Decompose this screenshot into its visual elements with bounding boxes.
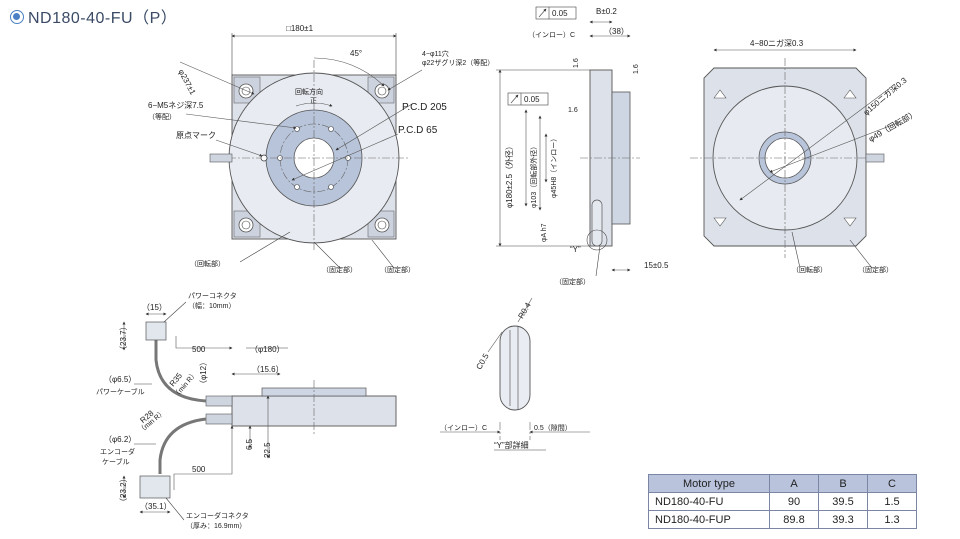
detail-inlow-c: （インロー）C xyxy=(440,424,487,432)
tap-note-2: （等配） xyxy=(148,112,176,121)
table-row: ND180-40-FUP 89.8 39.3 1.3 xyxy=(648,510,917,529)
spec-table-header: Motor type A B C xyxy=(648,474,917,493)
detail-r04: R0.4 xyxy=(516,301,533,321)
origin-mark-label: 原点マーク xyxy=(176,131,216,140)
table-row: ND180-40-FU 90 39.5 1.5 xyxy=(648,492,917,511)
side-fixed: （固定部） xyxy=(555,277,590,286)
side-dia103: φ103（回転部外径） xyxy=(529,143,538,208)
double-circle-icon xyxy=(10,10,24,24)
rotation-positive: 正 xyxy=(310,97,317,105)
front-power-connector xyxy=(209,153,233,163)
header-a: A xyxy=(769,474,819,493)
side-view: 0.05 B±0.2 （インロー）C （38） 1.6 1.6 0.05 1.6… xyxy=(496,6,669,286)
front-corner-pads xyxy=(233,76,395,238)
holes-note-2: φ22ザグリ深2（等配） xyxy=(422,58,494,67)
fixed-label-1: （固定部） xyxy=(322,265,357,274)
encoder-connector xyxy=(139,475,171,499)
y-detail-callout: “Y” xyxy=(570,245,581,254)
rotation-direction: 回転方向 xyxy=(295,87,323,96)
side-dia180: φ180±2.5（外径） xyxy=(504,142,514,208)
header-c: C xyxy=(867,474,917,493)
bottom-d23-7: （23.7） xyxy=(119,322,128,354)
back-holes-note: 4−80ニガ深0.3 xyxy=(750,38,804,48)
header-b: B xyxy=(818,474,868,493)
cell-a: 89.8 xyxy=(769,510,819,529)
bottom-d15: （15） xyxy=(142,303,167,312)
detail-y-caption: “Y”部詳細 xyxy=(494,440,529,450)
detail-c05: C0.5 xyxy=(474,352,491,372)
finish-2: 1.6 xyxy=(633,64,640,74)
tap-note-1: 6−M5ネジ深7.5 xyxy=(148,101,204,110)
drawing-title: ND180-40-FU（P） xyxy=(10,4,177,28)
b-dim: B±0.2 xyxy=(596,7,617,16)
encoder-connector-label: エンコーダコネクタ xyxy=(186,511,249,520)
bottom-len-top: 500 xyxy=(192,345,206,354)
detail-gap: 0.5（隙間） xyxy=(534,423,572,432)
bottom-view: （15） パワーコネクタ （幅：10mm） （23.7） 500 （φ180） … xyxy=(96,291,397,530)
encoder-connector-thickness: （厚み：16.9mm） xyxy=(186,522,246,530)
power-connector-width: （幅：10mm） xyxy=(188,301,235,310)
bottom-len-bottom: 500 xyxy=(192,465,206,474)
side-d38: （38） xyxy=(604,27,629,36)
fixed-label-2: （固定部） xyxy=(380,265,415,274)
angle-label: 45° xyxy=(350,49,362,58)
holes-note-1: 4−φ11穴 xyxy=(422,49,449,58)
bottom-d23-2: （23.2） xyxy=(119,474,128,506)
flatness-top: 0.05 xyxy=(552,9,568,18)
model-name: ND180-40-FU（P） xyxy=(28,10,178,27)
back-fixed: （固定部） xyxy=(858,265,893,274)
square-dim: □180±1 xyxy=(286,24,314,33)
encoder-cable xyxy=(158,417,207,474)
back-view: 4−80ニガ深0.3 φ150ニガ深0.3 φ49（回転部） （回転部） （固定… xyxy=(690,38,919,274)
power-connector-label: パワーコネクタ xyxy=(188,291,237,300)
header-motor-type: Motor type xyxy=(648,474,770,493)
bottom-d6-5: （φ6.5） xyxy=(104,375,136,384)
back-corner-marks xyxy=(713,89,857,227)
bottom-h6-5: 6.5 xyxy=(245,438,254,450)
side-dia45: φ45H8（インロー） xyxy=(550,135,558,198)
bottom-h22-5: 22.5 xyxy=(263,442,272,458)
power-cable xyxy=(154,340,207,403)
cell-b: 39.5 xyxy=(818,492,868,511)
power-cable-label: パワーケーブル xyxy=(96,387,145,396)
outer-dia-label: φ237±1 xyxy=(177,68,198,97)
bottom-d180: （φ180） xyxy=(250,345,285,354)
cell-b: 39.3 xyxy=(818,510,868,529)
flatness-mid: 0.05 xyxy=(524,95,540,104)
side-dia-a: φA h7 xyxy=(541,223,548,242)
encoder-cable-label-1: エンコーダ xyxy=(100,447,135,456)
finish-1: 1.6 xyxy=(573,58,580,68)
back-dia150: φ150ニガ深0.3 xyxy=(861,75,909,118)
cell-c: 1.3 xyxy=(867,510,917,529)
bottom-d35-1: （35.1） xyxy=(140,502,172,511)
cell-motor-type: ND180-40-FU xyxy=(648,492,770,511)
back-dia49: φ49（回転部） xyxy=(867,108,919,144)
bottom-d6-2: （φ6.2） xyxy=(104,435,136,444)
bottom-d15-6: （15.6） xyxy=(252,365,284,374)
finish-3: 1.6 xyxy=(568,107,578,114)
side-dim15: 15±0.5 xyxy=(644,261,669,270)
detail-y-shape xyxy=(499,325,531,411)
cell-a: 90 xyxy=(769,492,819,511)
detail-y-view: R0.4 C0.5 （インロー）C 0.5（隙間） “Y”部詳細 xyxy=(440,297,590,451)
cell-motor-type: ND180-40-FUP xyxy=(648,510,770,529)
power-connector xyxy=(145,321,167,341)
side-inlow-c: （インロー）C xyxy=(528,31,575,39)
pcd-65-label: P.C.D 65 xyxy=(398,125,438,136)
cell-c: 1.5 xyxy=(867,492,917,511)
encoder-cable-label-2: ケーブル xyxy=(102,457,130,466)
bottom-d12: （φ12） xyxy=(199,358,208,388)
origin-mark xyxy=(260,154,268,162)
pcd-205-label: P.C.D 205 xyxy=(402,102,447,113)
spec-table: Motor type A B C ND180-40-FU 90 39.5 1.5… xyxy=(648,474,917,529)
front-view: □180±1 45° φ237±1 4−φ11穴 φ22ザグリ深2（等配） 6−… xyxy=(148,24,494,274)
back-rotating: （回転部） xyxy=(792,265,827,274)
rotating-label: （回転部） xyxy=(190,259,225,268)
